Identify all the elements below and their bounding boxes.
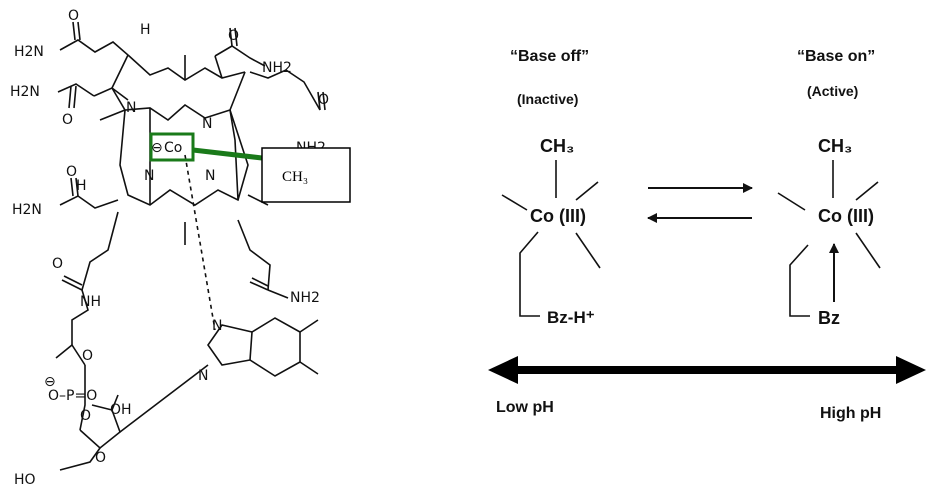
base-on-title: “Base on” xyxy=(797,48,875,65)
cobalt-highlight-box xyxy=(149,132,195,162)
label-o-4: O xyxy=(318,92,329,108)
methyl-callout: CH₃ xyxy=(149,132,351,203)
label-o-6: O xyxy=(52,256,63,272)
label-o-phos-bottom: O xyxy=(80,408,91,424)
base-off-methyl: CH₃ xyxy=(540,136,574,156)
base-on-subtitle: (Active) xyxy=(807,83,858,99)
label-n-2: N xyxy=(202,116,212,132)
label-bim-n2: N xyxy=(198,368,208,384)
label-h-mid: H xyxy=(76,178,87,194)
label-h-top: H xyxy=(140,22,151,38)
cobalamin-structure xyxy=(55,21,326,471)
callout-box xyxy=(261,147,351,203)
label-cobalt: Co xyxy=(164,140,182,156)
label-o-1: O xyxy=(68,8,79,24)
base-off-title: “Base off” xyxy=(510,48,589,65)
label-o-5: O xyxy=(66,164,77,180)
label-n-4: N xyxy=(205,168,215,184)
base-off-cobalt: Co (III) xyxy=(530,206,586,226)
label-o-ester: O xyxy=(82,348,93,364)
label-phosphate: O–P=O xyxy=(48,388,97,404)
label-minus: ⊖ xyxy=(151,140,163,156)
base-off-base: Bz-H⁺ xyxy=(547,308,595,327)
label-nh2-bottom: NH2 xyxy=(290,290,320,306)
base-on-base: Bz xyxy=(818,308,840,328)
label-h2n-low: H2N xyxy=(12,202,42,218)
label-oh: OH xyxy=(110,402,132,418)
label-bim-n1: N xyxy=(212,318,222,334)
base-off-subtitle: (Inactive) xyxy=(517,91,578,107)
callout-connector xyxy=(192,147,263,161)
label-h2n-top: H2N xyxy=(14,44,44,60)
label-ho: HO xyxy=(14,472,36,488)
base-off-panel: “Base off” (Inactive) CH₃ Co (III) Bz-H⁺ xyxy=(501,48,601,327)
label-ring-o: O xyxy=(95,450,106,466)
ph-arrow-left-head xyxy=(488,356,518,384)
label-h2n-mid: H2N xyxy=(10,84,40,100)
base-on-cobalt: Co (III) xyxy=(818,206,874,226)
callout-label: CH₃ xyxy=(282,169,308,185)
label-o-3: O xyxy=(228,28,239,44)
label-n-1: N xyxy=(126,100,136,116)
ph-arrow-right-head xyxy=(896,356,926,384)
ph-axis: Low pH High pH xyxy=(488,356,926,422)
label-o-2: O xyxy=(62,112,73,128)
label-nh2-top: NH2 xyxy=(262,60,292,76)
structure-labels: H2N H2N H2N NH2 NH2 NH2 O O O O O O H H … xyxy=(10,8,329,488)
equilibrium-arrows xyxy=(647,183,753,223)
high-ph-label: High pH xyxy=(820,405,881,422)
label-phos-minus: ⊖ xyxy=(44,374,56,390)
label-nh: NH xyxy=(80,294,101,310)
low-ph-label: Low pH xyxy=(496,399,554,416)
base-on-panel: “Base on” (Active) CH₃ Co (III) Bz xyxy=(777,48,881,328)
base-on-methyl: CH₃ xyxy=(818,136,852,156)
label-n-3: N xyxy=(144,168,154,184)
